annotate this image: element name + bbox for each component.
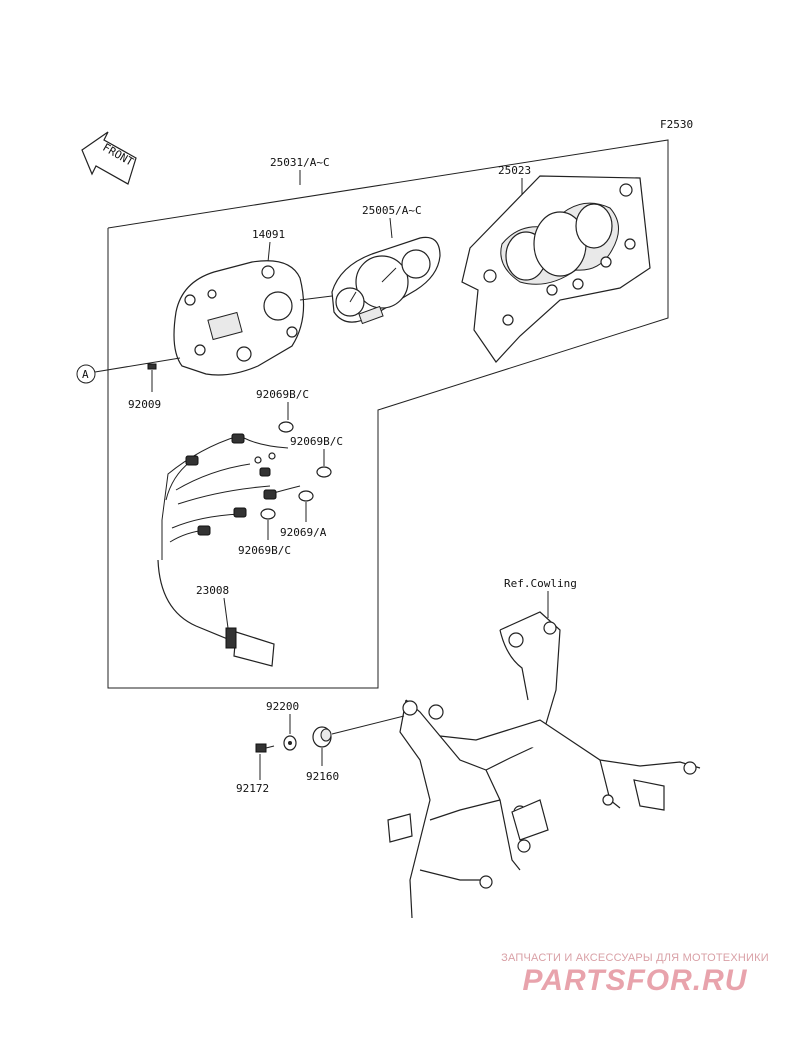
label-bulb-upper: 92069B/C: [256, 388, 309, 401]
watermark: ЗАПЧАСТИ И АКСЕССУАРЫ ДЛЯ МОТОТЕХНИКИ PA…: [480, 952, 790, 998]
label-housing: 14091: [252, 228, 285, 241]
meter-housing: [173, 260, 333, 376]
label-bulb-a: 92069/A: [280, 526, 327, 539]
front-arrow-icon: FRONT: [81, 131, 137, 185]
label-assembly: 25031/A~C: [270, 156, 330, 169]
label-ref-cowling: Ref.Cowling: [504, 577, 577, 590]
bulb-a: [298, 490, 314, 502]
screw: [147, 363, 157, 370]
bolt: [255, 743, 275, 753]
figure-code: F2530: [660, 118, 693, 131]
label-case: 25023: [498, 164, 531, 177]
meter-case: [461, 175, 651, 363]
label-damper: 92160: [306, 770, 339, 783]
cowling-stay: [387, 611, 701, 919]
label-washer: 92200: [266, 700, 299, 713]
label-bulb-lower: 92069B/C: [238, 544, 291, 557]
svg-text:A: A: [82, 368, 89, 381]
assembly-outline: [107, 139, 669, 689]
callout-a-left: A: [76, 364, 96, 384]
watermark-tagline: ЗАПЧАСТИ И АКСЕССУАРЫ ДЛЯ МОТОТЕХНИКИ: [501, 952, 769, 964]
bulb-mid: [316, 466, 332, 478]
watermark-logo: PARTSFOR.RU: [522, 964, 748, 997]
bulb-upper: [278, 421, 294, 433]
wire-harness: [157, 433, 301, 667]
damper: [312, 726, 332, 748]
label-bolt: 92172: [236, 782, 269, 795]
label-screw: 92009: [128, 398, 161, 411]
label-harness: 23008: [196, 584, 229, 597]
bulb-lower: [260, 508, 276, 520]
speedometer: [331, 236, 441, 325]
label-bulb-mid: 92069B/C: [290, 435, 343, 448]
label-speedometer: 25005/A~C: [362, 204, 422, 217]
